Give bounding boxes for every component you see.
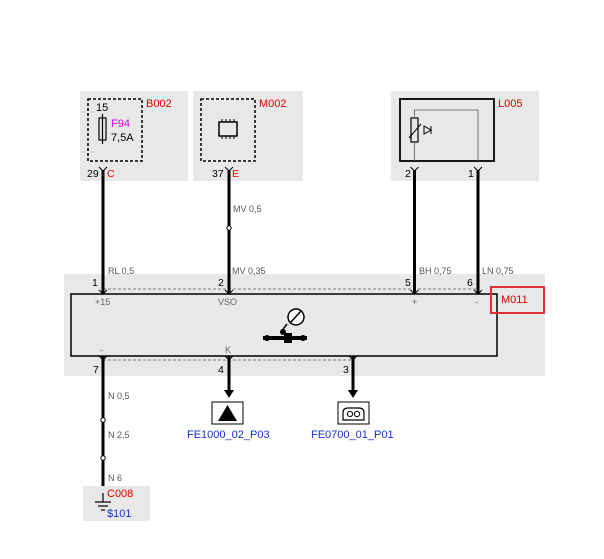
connector-tick — [224, 166, 234, 172]
c008-ground-ref[interactable]: $101 — [107, 508, 131, 520]
l005-pin-b: 1 — [468, 168, 474, 180]
speedometer-icon — [263, 308, 307, 343]
b002-pin: 29 — [87, 168, 99, 180]
b002-fuse-id: F94 — [111, 118, 130, 130]
m011-box — [70, 293, 498, 357]
component-m002[interactable]: M002 37 E — [193, 91, 303, 181]
m011-pin-1: 1 — [92, 277, 98, 289]
wires — [98, 166, 483, 493]
component-c008[interactable]: C008 $101 — [83, 486, 150, 521]
link-label-right[interactable]: FE0700_01_P01 — [311, 429, 394, 441]
b002-dashed-box — [87, 98, 143, 162]
l005-inner-line-b — [414, 109, 479, 161]
m011-pin-2: 2 — [218, 277, 224, 289]
connector-tick — [224, 355, 234, 361]
m002-pin: 37 — [212, 168, 224, 180]
b002-fuse-rating: 7,5A — [111, 132, 134, 144]
connector-tick — [473, 289, 483, 295]
m011-label-plus15: +15 — [95, 297, 110, 307]
wire-label-rl: RL 0,5 — [108, 266, 134, 276]
link-label-left[interactable]: FE1000_02_P03 — [187, 429, 270, 441]
wire-label-n3: N 6 — [108, 473, 122, 483]
wire-splice-n2 — [100, 455, 106, 461]
m002-dashed-box — [200, 98, 256, 162]
m011-pin-5: 5 — [405, 277, 411, 289]
m011-id: M011 — [501, 294, 528, 306]
l005-pin-a: 2 — [405, 168, 411, 180]
m011-label-plus: + — [412, 297, 417, 307]
m011-panel — [64, 274, 545, 376]
m011-pin-3: 3 — [343, 364, 349, 376]
component-m011[interactable]: M011 1 2 5 6 +15 VSO + - - K 7 4 3 — [64, 274, 545, 376]
wire-label-n2: N 2,5 — [108, 430, 130, 440]
link-fe1000[interactable]: FE1000_02_P03 — [187, 401, 270, 441]
warning-triangle-icon — [218, 405, 237, 421]
arrow-down-icon — [224, 390, 234, 398]
wire-splice-n1 — [100, 417, 106, 423]
wire-label-bh: BH 0,75 — [419, 266, 452, 276]
m011-pin-6: 6 — [467, 277, 473, 289]
connector-tick — [224, 289, 234, 295]
ground-icon — [95, 493, 111, 511]
wire-label-mv2: MV 0,35 — [232, 266, 266, 276]
b002-id: B002 — [146, 98, 172, 110]
b002-panel — [80, 91, 188, 181]
m011-label-ground: - — [100, 345, 103, 355]
arrow-down-icon — [348, 390, 358, 398]
m002-id: M002 — [259, 98, 287, 110]
fuse-icon — [98, 114, 107, 144]
chip-icon — [218, 119, 238, 139]
wire-label-n1: N 0,5 — [108, 391, 130, 401]
c008-id: C008 — [107, 488, 133, 500]
connector-tick — [410, 166, 419, 172]
c008-panel — [83, 486, 150, 521]
l005-box — [399, 98, 495, 162]
m002-connector: E — [232, 168, 239, 180]
connector-tick — [98, 355, 108, 361]
connector-tick — [98, 166, 108, 172]
l005-id: L005 — [498, 98, 522, 110]
m011-label-vso: VSO — [218, 297, 237, 307]
wire-label-ln: LN 0,75 — [482, 266, 514, 276]
l005-panel — [391, 91, 539, 181]
link-box — [337, 401, 370, 425]
m011-label-minus: - — [475, 297, 478, 307]
m011-pin-7: 7 — [93, 364, 99, 376]
m011-highlight-frame[interactable] — [490, 286, 545, 314]
b002-connector: C — [107, 168, 115, 180]
m011-label-k: K — [225, 345, 231, 355]
instrument-cluster-icon — [342, 407, 365, 421]
component-b002[interactable]: B002 15 F94 7,5A 29 C — [80, 91, 188, 181]
connector-tick — [473, 166, 483, 172]
m002-panel — [193, 91, 303, 181]
connector-tick — [98, 289, 108, 295]
connector-tick — [348, 355, 358, 361]
component-l005[interactable]: L005 2 1 — [391, 91, 539, 181]
m011-pin-4: 4 — [218, 364, 224, 376]
link-fe0700[interactable]: FE0700_01_P01 — [311, 401, 394, 441]
wire-label-mv1: MV 0,5 — [233, 204, 262, 214]
b002-fuse-pin: 15 — [96, 102, 108, 114]
wire-splice-mv — [226, 225, 232, 231]
connector-tick — [410, 289, 419, 295]
